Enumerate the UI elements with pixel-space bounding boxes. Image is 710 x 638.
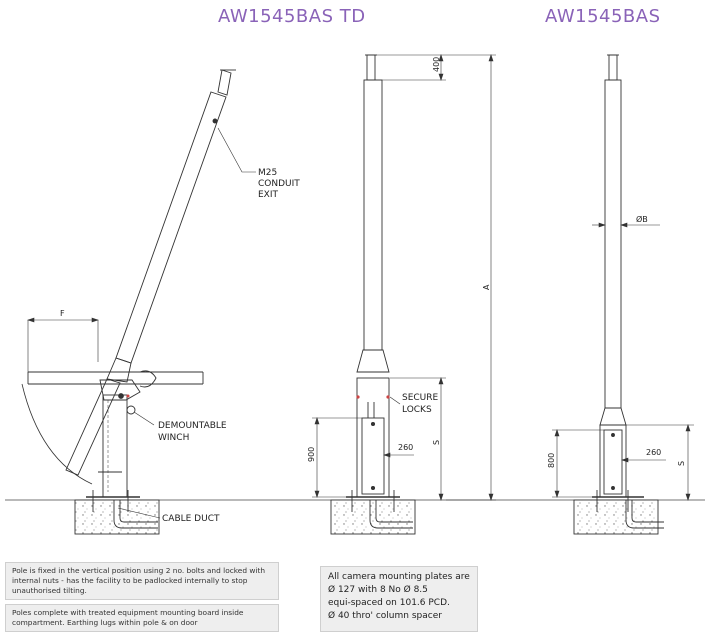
vertical-pole-td-view xyxy=(330,54,416,535)
winch-label-line1: DEMOUNTABLE xyxy=(158,421,227,431)
cable-duct-left xyxy=(113,500,158,529)
note-camera-line3: equi-spaced on 101.6 PCD. xyxy=(328,598,450,608)
dimension-f xyxy=(27,317,99,372)
dim-f-label: F xyxy=(60,309,65,318)
dim-900-label: 900 xyxy=(307,447,316,462)
cable-duct-right xyxy=(625,500,664,529)
dim-s-right-label: S xyxy=(677,461,686,466)
secure-label-line1: SECURE xyxy=(402,393,439,403)
vertical-pole-td xyxy=(363,79,383,351)
title-tilt-down-model: AW1545BAS TD xyxy=(218,6,366,27)
dim-800-label: 800 xyxy=(547,453,556,468)
note-camera-line4: Ø 40 thro' column spacer xyxy=(328,611,442,621)
title-standard-model: AW1545BAS xyxy=(545,6,661,27)
note-camera-line1: All camera mounting plates are xyxy=(328,572,470,582)
tilted-pole xyxy=(115,91,227,364)
note-camera-line2: Ø 127 with 8 No Ø 8.5 xyxy=(328,585,428,595)
cable-duct-label: CABLE DUCT xyxy=(162,514,220,524)
note-equipment-board: Poles complete with treated equipment mo… xyxy=(5,604,279,632)
dim-260-middle-label: 260 xyxy=(398,443,413,452)
dimensions-middle xyxy=(312,54,496,501)
tilted-pole-view xyxy=(21,69,256,535)
dim-260-right-label: 260 xyxy=(646,448,661,457)
cable-duct-middle xyxy=(369,500,413,529)
dim-400-label: 400 xyxy=(432,57,441,72)
dim-s-middle-label: S xyxy=(432,440,441,445)
dim-ob-label: ØB xyxy=(636,214,648,224)
conduit-label-line3: EXIT xyxy=(258,190,279,200)
note-tilting-lock: Pole is fixed in the vertical position u… xyxy=(5,562,279,600)
foundation-left xyxy=(74,499,160,535)
dim-a-label: A xyxy=(482,284,491,290)
vertical-pole-bas xyxy=(604,79,622,409)
vertical-pole-bas-view xyxy=(573,54,664,535)
winch-label-line2: WINCH xyxy=(158,433,189,443)
conduit-label-line1: M25 xyxy=(258,168,277,178)
secure-label-line2: LOCKS xyxy=(402,405,432,415)
dimensions-right xyxy=(552,222,694,501)
note-camera-plates: All camera mounting plates are Ø 127 wit… xyxy=(320,566,478,632)
note-tilting-lock-text: Pole is fixed in the vertical position u… xyxy=(12,566,266,595)
note-equipment-board-text: Poles complete with treated equipment mo… xyxy=(12,608,244,627)
winch-icon xyxy=(126,405,136,415)
foundation-middle xyxy=(330,499,416,535)
foundation-right xyxy=(573,499,659,535)
conduit-label-line2: CONDUIT xyxy=(258,179,300,189)
